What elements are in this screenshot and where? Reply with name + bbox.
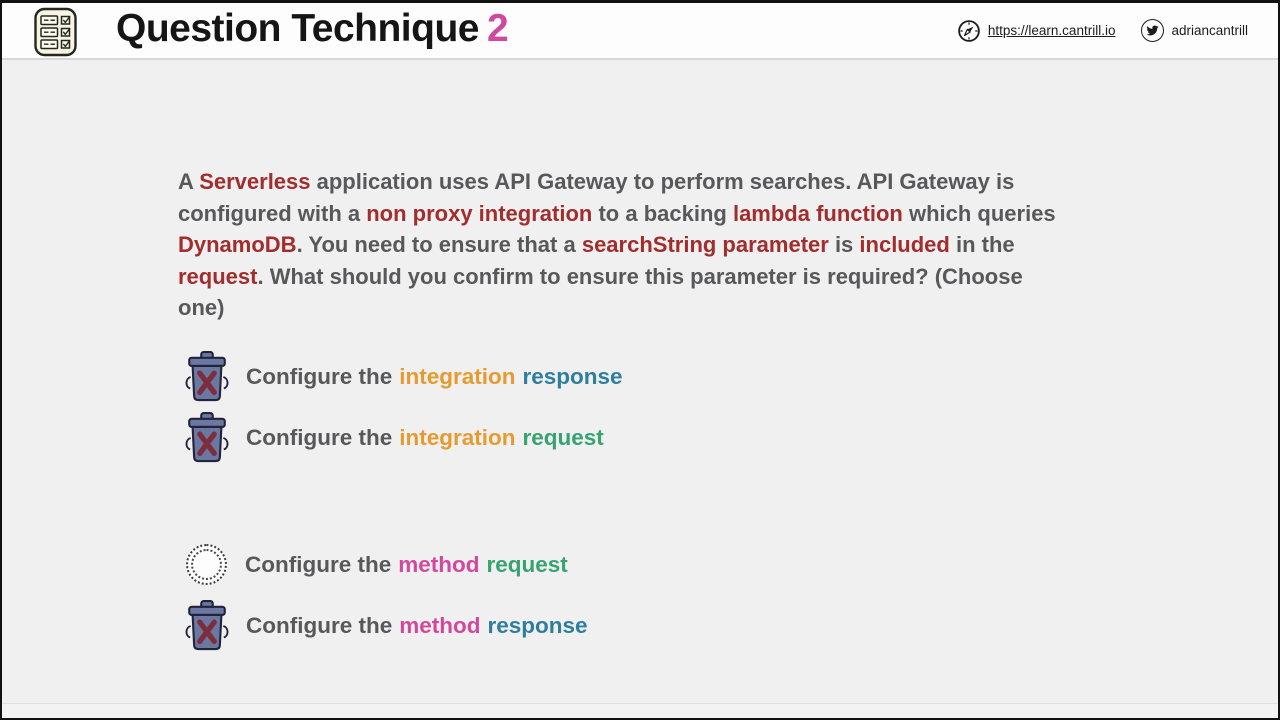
dotted-circle-icon <box>186 544 227 585</box>
compass-icon <box>957 19 981 43</box>
question-text: A Serverless application uses API Gatewa… <box>178 169 1056 320</box>
option-label: Configure the method request <box>245 551 568 577</box>
option-label: Configure the integration response <box>246 363 623 389</box>
trash-icon <box>183 598 231 654</box>
twitter-icon <box>1141 19 1165 42</box>
answer-options: Configure the integration response Confi… <box>183 350 623 660</box>
option-label: Configure the integration request <box>246 424 604 450</box>
bottom-strip <box>2 703 1278 718</box>
learn-site-link[interactable]: https://learn.cantrill.io <box>957 19 1116 43</box>
option-method-request[interactable]: Configure the method request <box>183 538 623 591</box>
trash-icon <box>183 410 231 466</box>
option-integration-request[interactable]: Configure the integration request <box>183 411 623 464</box>
option-label: Configure the method response <box>246 612 588 638</box>
twitter-handle[interactable]: adriancantrill <box>1171 23 1248 38</box>
learn-site-url[interactable]: https://learn.cantrill.io <box>987 23 1116 38</box>
option-method-response[interactable]: Configure the method response <box>183 599 623 652</box>
twitter-handle-group[interactable]: adriancantrill <box>1141 19 1248 42</box>
title-number: 2 <box>486 7 509 50</box>
trash-icon <box>183 349 231 405</box>
checklist-logo-icon <box>33 7 78 62</box>
option-integration-response[interactable]: Configure the integration response <box>183 350 623 403</box>
